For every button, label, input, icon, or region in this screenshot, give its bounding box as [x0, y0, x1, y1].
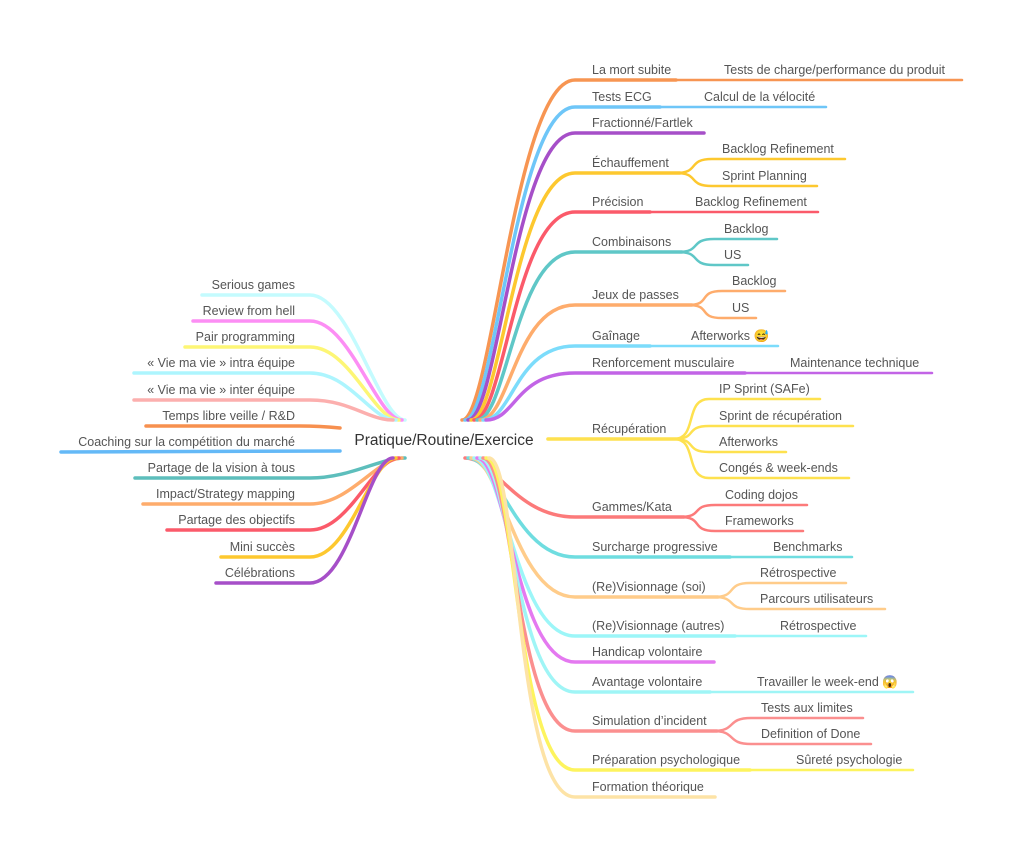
branch-node[interactable]: Préparation psychologique: [592, 753, 740, 767]
leaf-node[interactable]: Rétrospective: [760, 566, 836, 580]
branch-node[interactable]: Gammes/Kata: [592, 500, 672, 514]
leaf-node[interactable]: Calcul de la vélocité: [704, 90, 815, 104]
leaf-node[interactable]: Parcours utilisateurs: [760, 592, 873, 606]
branch-edge: [481, 344, 652, 422]
branch-node[interactable]: Combinaisons: [592, 235, 671, 249]
branch-edge: [460, 78, 678, 422]
left-branch-node[interactable]: Célébrations: [225, 566, 295, 580]
central-node-label: Pratique/Routine/Exercice: [354, 432, 533, 449]
leaf-node[interactable]: Backlog Refinement: [695, 195, 807, 209]
left-branch-node[interactable]: Temps libre veille / R&D: [162, 409, 295, 423]
leaf-node[interactable]: Backlog Refinement: [722, 142, 834, 156]
left-branch-node[interactable]: « Vie ma vie » inter équipe: [147, 383, 295, 397]
left-branch-node[interactable]: Serious games: [212, 278, 295, 292]
sub-branch-edge: [672, 437, 851, 480]
left-branch-node[interactable]: Mini succès: [230, 540, 295, 554]
branch-edge: [478, 456, 712, 694]
branch-edge: [487, 456, 717, 799]
left-branch-edge: [214, 456, 395, 585]
leaf-node[interactable]: Congés & week-ends: [719, 461, 838, 475]
branch-edge: [466, 131, 706, 422]
branch-edge: [472, 456, 737, 638]
branch-node[interactable]: (Re)Visionnage (autres): [592, 619, 724, 633]
left-branch-node[interactable]: Review from hell: [203, 304, 295, 318]
left-branch-edge: [200, 293, 407, 422]
leaf-node[interactable]: Maintenance technique: [790, 356, 919, 370]
leaf-node[interactable]: Tests aux limites: [761, 701, 853, 715]
left-branch-edge: [191, 319, 404, 422]
branch-edge: [484, 371, 747, 422]
left-branch-node[interactable]: Partage de la vision à tous: [148, 461, 295, 475]
sub-branch-edge: [678, 515, 805, 533]
left-branch-node[interactable]: Impact/Strategy mapping: [156, 487, 295, 501]
leaf-node[interactable]: Benchmarks: [773, 540, 842, 554]
left-branch-node[interactable]: Partage des objectifs: [178, 513, 295, 527]
branch-node[interactable]: La mort subite: [592, 63, 671, 77]
left-branch-edge: [183, 345, 401, 422]
sub-branch-edge: [712, 595, 887, 611]
branch-node[interactable]: Récupération: [592, 422, 666, 436]
branch-node[interactable]: Surcharge progressive: [592, 540, 718, 554]
leaf-node[interactable]: IP Sprint (SAFe): [719, 382, 810, 396]
left-branch-node[interactable]: Pair programming: [196, 330, 295, 344]
left-branch-node[interactable]: Coaching sur la compétition du marché: [78, 435, 295, 449]
leaf-node[interactable]: Backlog: [732, 274, 777, 288]
branch-edge: [472, 210, 652, 422]
leaf-node[interactable]: Rétrospective: [780, 619, 856, 633]
leaf-node[interactable]: Coding dojos: [725, 488, 798, 502]
central-node[interactable]: Pratique/Routine/Exercice: [354, 432, 533, 449]
left-branch-edge: [59, 449, 342, 454]
branch-node[interactable]: Fractionné/Fartlek: [592, 116, 693, 130]
edges: [59, 78, 964, 799]
branch-node[interactable]: Tests ECG: [592, 90, 652, 104]
branch-edge: [463, 105, 662, 422]
left-branch-node[interactable]: « Vie ma vie » intra équipe: [147, 356, 295, 370]
branch-node[interactable]: Échauffement: [592, 155, 669, 170]
leaf-node[interactable]: Sprint de récupération: [719, 409, 842, 423]
branch-edge: [478, 303, 694, 422]
branch-node[interactable]: Avantage volontaire: [592, 675, 702, 689]
branch-node[interactable]: Handicap volontaire: [592, 645, 703, 659]
branch-node[interactable]: Simulation d’incident: [592, 714, 707, 728]
sub-branch-edge: [711, 729, 873, 746]
leaf-node[interactable]: Afterworks 😅: [691, 329, 769, 343]
leaf-node[interactable]: Backlog: [724, 222, 769, 236]
branch-edge: [475, 250, 684, 422]
leaf-node[interactable]: US: [732, 301, 749, 315]
branch-node[interactable]: Gaînage: [592, 329, 640, 343]
branch-node[interactable]: (Re)Visionnage (soi): [592, 580, 706, 594]
left-branch-edge: [144, 424, 342, 430]
sub-branch-edge: [674, 171, 819, 188]
branch-node[interactable]: Renforcement musculaire: [592, 356, 734, 370]
branch-node[interactable]: Formation théorique: [592, 780, 704, 794]
leaf-node[interactable]: Definition of Done: [761, 727, 860, 741]
branch-edge: [475, 456, 716, 664]
leaf-node[interactable]: Travailler le week-end 😱: [757, 675, 898, 690]
sub-branch-edge: [686, 303, 758, 320]
left-branch-edge: [132, 398, 395, 422]
leaf-node[interactable]: US: [724, 248, 741, 262]
branch-edge: [469, 171, 682, 422]
sub-branch-edge: [676, 250, 750, 267]
branch-node[interactable]: Précision: [592, 195, 643, 209]
leaf-node[interactable]: Frameworks: [725, 514, 794, 528]
labels: La mort subite Tests de charge/performanc…: [78, 63, 945, 794]
leaf-node[interactable]: Tests de charge/performance du produit: [724, 63, 945, 77]
leaf-node[interactable]: Afterworks: [719, 435, 778, 449]
branch-node[interactable]: Jeux de passes: [592, 288, 679, 302]
leaf-node[interactable]: Sûreté psychologie: [796, 753, 902, 767]
leaf-node[interactable]: Sprint Planning: [722, 169, 807, 183]
